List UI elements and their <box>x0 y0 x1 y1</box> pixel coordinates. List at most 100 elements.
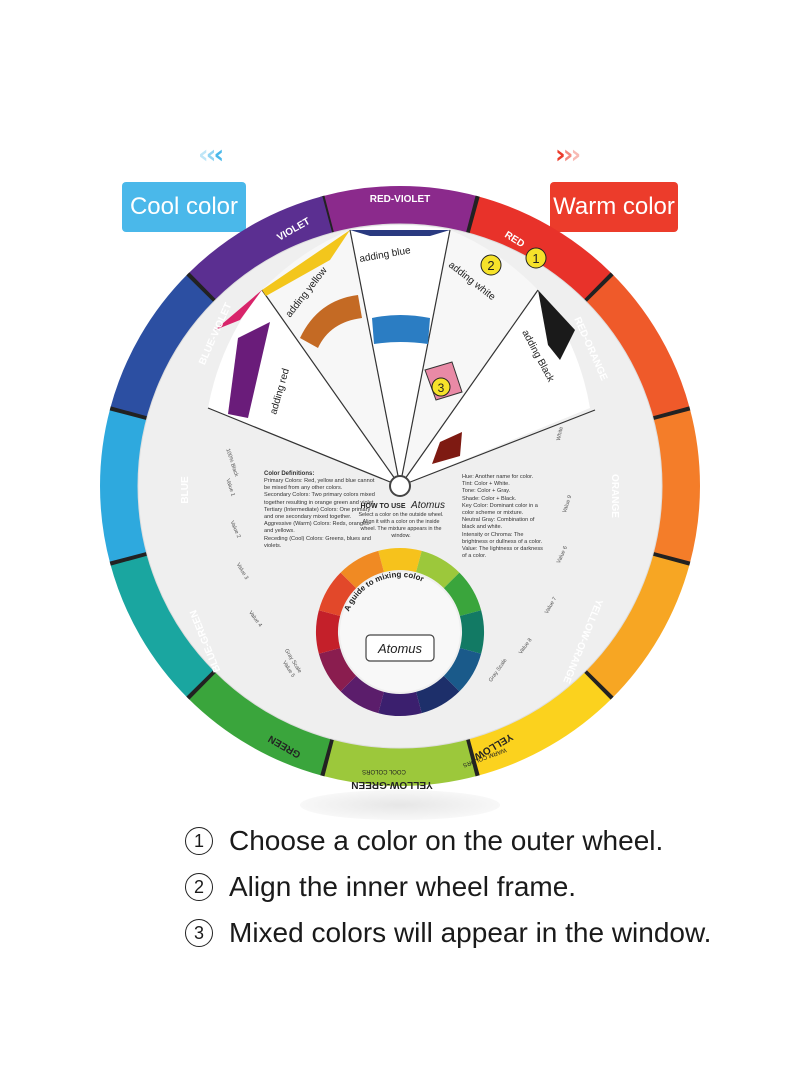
right-definitions: Hue: Another name for color. Tint: Color… <box>462 474 544 560</box>
adding-black-label: adding Black <box>519 328 556 385</box>
segment-label-red-orange: RED-ORANGE <box>571 316 609 383</box>
right-def-item: Hue: Another name for color. <box>462 474 534 480</box>
outer-segment-violet[interactable] <box>187 196 333 301</box>
outer-segment-divider <box>466 738 480 777</box>
outer-segment-divider <box>186 669 217 700</box>
gray-right-label: Value 9 <box>562 494 574 514</box>
cool-colors-label: COOL COLORS <box>362 768 406 774</box>
adding-yellow-label: adding yellow <box>284 265 330 320</box>
segment-label-violet: VIOLET <box>275 216 312 244</box>
segment-label-green: GREEN <box>267 733 303 760</box>
outer-segment-divider <box>109 406 148 420</box>
color-wheel: RED-VIOLET RED RED-ORANGE ORANGE YELLOW-… <box>100 186 700 790</box>
right-def-item: Intensity or Chroma: The brightness or d… <box>462 531 543 545</box>
outer-segment-divider <box>320 738 334 777</box>
cool-color-badge: Cool color <box>122 182 246 232</box>
color-wheel-graphic <box>100 186 700 787</box>
callout-1-icon <box>525 247 547 269</box>
step-3-text: Mixed colors will appear in the window. <box>229 917 712 948</box>
left-defs-title: Color Definitions: <box>264 471 314 477</box>
warm-chevrons-icon: ››› <box>555 140 581 170</box>
left-def-item: Secondary Colors: Two primary colors mix… <box>264 492 376 506</box>
gray-scale-right: White Value 9 Value 6 Value 7 Value 8 <box>518 426 586 692</box>
callout-2-label: 2 <box>487 258 494 273</box>
outer-segment-divider <box>652 552 691 566</box>
step-2-text: Align the inner wheel frame. <box>229 871 577 902</box>
how-to-use-title: HOW TO USE <box>361 503 406 510</box>
gray-left-label: Value 2 <box>228 520 242 540</box>
callout-1-label: 1 <box>532 251 539 266</box>
mix-window-violet <box>228 322 270 418</box>
outer-segment-divider <box>109 552 148 566</box>
step-2: 2 Align the inner wheel frame. <box>185 864 745 910</box>
outer-segment-red-violet[interactable] <box>322 186 478 233</box>
inner-ring-segment <box>443 572 482 616</box>
outer-segment-blue-violet[interactable] <box>110 273 215 419</box>
segment-label-yellow-green: YELLOW-GREEN <box>351 779 432 790</box>
inner-ring-segment <box>316 610 341 654</box>
gray-left-label: Value 1 <box>224 478 236 498</box>
outer-segment-divider <box>583 669 614 700</box>
outer-segment-divider <box>652 406 691 420</box>
callout-3-icon <box>431 377 451 397</box>
inner-ring-segment <box>416 675 460 714</box>
warm-color-badge: Warm color <box>550 182 678 232</box>
segment-label-red: RED <box>502 230 526 251</box>
adding-red-label: adding red <box>268 367 292 415</box>
wheel-reflection <box>300 790 500 820</box>
outer-segment-blue-green[interactable] <box>110 553 215 699</box>
right-def-item: Tint: Color + White. <box>462 481 510 488</box>
left-def-item: Tertiary (Intermediate) Colors: One prim… <box>264 506 371 521</box>
inner-ring-segment <box>340 675 384 714</box>
right-def-item: Key Color: Dominant color in a color sch… <box>462 502 538 517</box>
outer-segment-yellow-green[interactable] <box>322 739 478 787</box>
how-to-use-text: Select a color on the outside wheel. Ali… <box>358 512 444 539</box>
inner-ring-segment <box>340 550 384 589</box>
step-3: 3 Mixed colors will appear in the window… <box>185 910 745 956</box>
left-def-item: Receding (Cool) Colors: Greens, blues an… <box>264 535 371 549</box>
inner-ring-segment <box>318 572 357 616</box>
gray-scale-left: 100% Black Value 1 Value 2 Value 3 Value… <box>214 440 262 690</box>
inner-ring-segment <box>459 610 484 654</box>
segment-label-blue-violet: BLUE-VIOLET <box>197 301 234 366</box>
inner-ring-segment <box>318 648 357 692</box>
outer-segment-divider <box>186 272 217 303</box>
inner-ring-segment <box>378 691 422 716</box>
step-1-number: 1 <box>185 827 213 855</box>
brand-label: Atomus <box>410 500 445 511</box>
adding-blue-label: adding blue <box>359 245 412 265</box>
right-def-item: Tone: Color + Gray. <box>462 488 511 495</box>
inner-brand-label: Atomus <box>377 641 423 656</box>
gray-left-label: 100% Black <box>224 448 239 478</box>
gray-right-label: White <box>556 426 565 442</box>
outer-segment-divider <box>583 272 614 303</box>
mix-window-blue <box>372 315 430 344</box>
segment-label-red-violet: RED-VIOLET <box>370 194 431 205</box>
inner-ring-segment <box>378 548 422 573</box>
left-def-item: Aggressive (Warm) Colors: Reds, oranges … <box>264 521 369 535</box>
outer-segment-orange[interactable] <box>653 408 700 564</box>
cool-chevrons-icon: ‹‹‹ <box>198 140 224 170</box>
wheel-labels: RED-VIOLET RED RED-ORANGE ORANGE YELLOW-… <box>180 194 620 790</box>
outer-segment-red-orange[interactable] <box>585 273 690 419</box>
step-1-text: Choose a color on the outer wheel. <box>229 825 664 856</box>
gray-left-label: Value 3 <box>234 562 250 581</box>
instruction-steps: 1 Choose a color on the outer wheel. 2 A… <box>185 818 745 956</box>
inner-ring-segment <box>416 550 460 589</box>
outer-segment-green[interactable] <box>187 671 333 776</box>
outer-segment-yellow[interactable] <box>467 671 613 776</box>
mix-window-orange <box>300 295 362 348</box>
inner-ring-segment <box>443 648 482 692</box>
outer-segment-yellow-orange[interactable] <box>585 553 690 699</box>
left-def-item: Primary Colors: Red, yellow and blue can… <box>264 478 375 492</box>
right-def-item: Neutral Gray: Combination of black and w… <box>462 517 535 531</box>
segment-label-orange: ORANGE <box>609 474 620 518</box>
left-definitions: Primary Colors: Red, yellow and blue can… <box>264 478 376 550</box>
outer-segment-blue[interactable] <box>100 408 147 564</box>
step-2-number: 2 <box>185 873 213 901</box>
segment-label-blue: BLUE <box>180 476 191 504</box>
inner-ring-textpath: A guide to mixing color <box>342 570 425 613</box>
outer-segment-divider <box>466 195 480 234</box>
step-1: 1 Choose a color on the outer wheel. <box>185 818 745 864</box>
gray-scale-left-lower: Gray Scale Value 5 <box>281 648 315 679</box>
